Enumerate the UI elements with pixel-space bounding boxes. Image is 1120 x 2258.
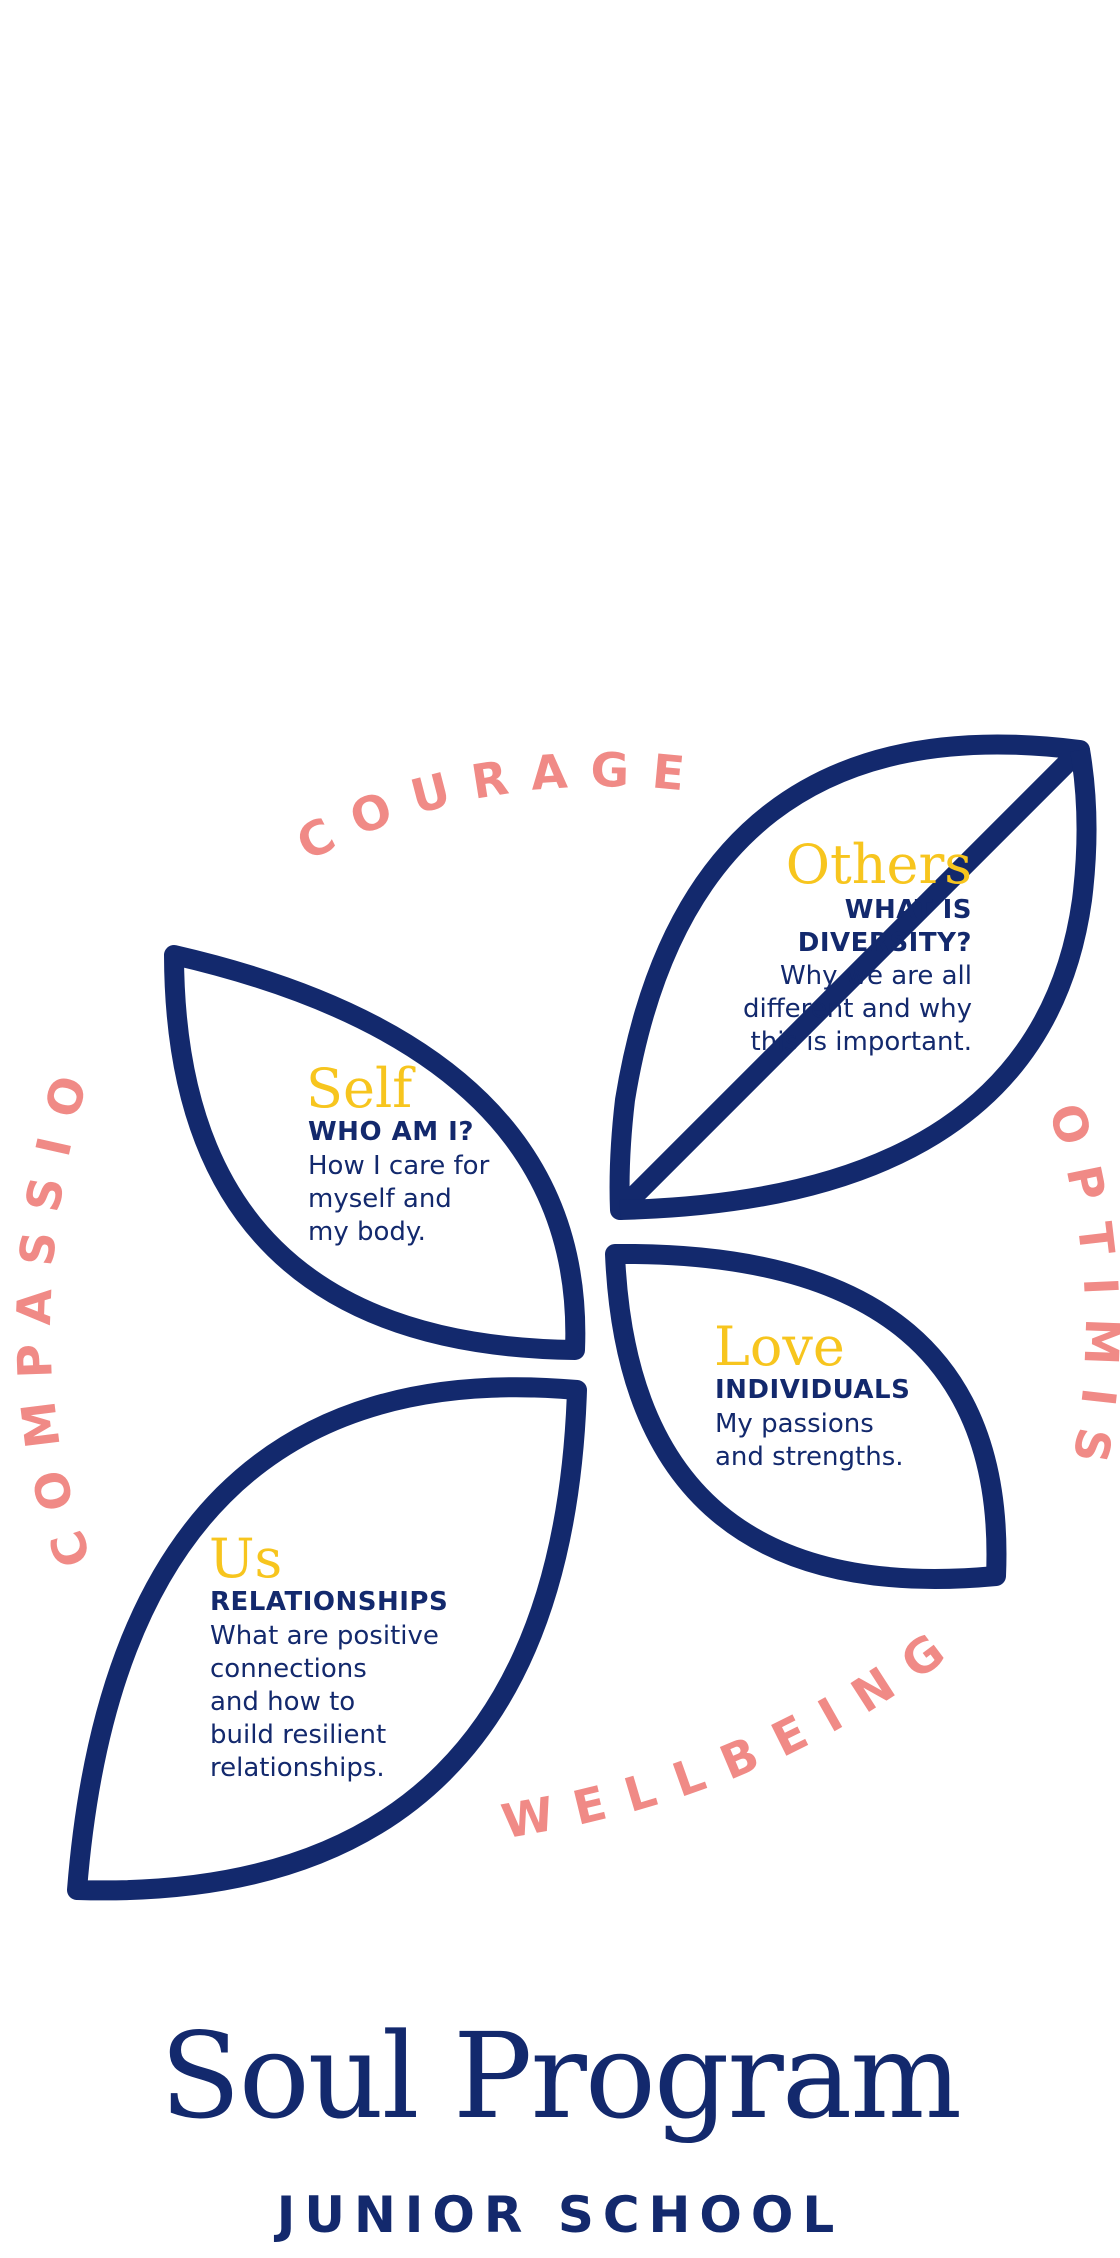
value-compassion-text: COMPASSION — [0, 0, 83, 1574]
program-subtitle: JUNIOR SCHOOL — [276, 2186, 844, 2244]
leaf-others-title: Others — [785, 833, 972, 896]
petal-self — [164, 945, 586, 1360]
petal-love — [605, 1243, 1007, 1589]
leaf-love-description: My passions and strengths. — [715, 1409, 904, 1472]
leaf-love-heading: INDIVIDUALS — [715, 1375, 911, 1405]
petal-us — [67, 1377, 587, 1901]
leaf-self-title: Self — [306, 1057, 413, 1120]
leaf-others-description: Why we are all different and why this is… — [743, 961, 972, 1057]
program-title: Soul Program — [159, 2007, 962, 2145]
value-courage: COURAGE — [288, 743, 708, 872]
leaf-self-heading: WHO AM I? — [308, 1117, 474, 1147]
value-compassion: COMPASSION — [0, 0, 105, 1574]
leaf-us-description: What are positive connections and how to… — [210, 1621, 439, 1783]
leaf-others-heading: WHAT IS DIVERSITY? — [797, 895, 972, 958]
leaf-love-title: Love — [714, 1315, 845, 1378]
value-courage-text: COURAGE — [288, 743, 686, 872]
petal-others-fill-edge — [619, 748, 1097, 1220]
leaf-us-heading: RELATIONSHIPS — [210, 1587, 449, 1617]
petal-others — [609, 734, 1090, 1220]
leaf-self-description: How I care for myself and my body. — [308, 1151, 490, 1247]
value-wellbeing-text: WELLBEING — [498, 1610, 951, 1850]
leaf-us-title: Us — [209, 1527, 283, 1590]
value-wellbeing: WELLBEING — [498, 1610, 973, 1850]
